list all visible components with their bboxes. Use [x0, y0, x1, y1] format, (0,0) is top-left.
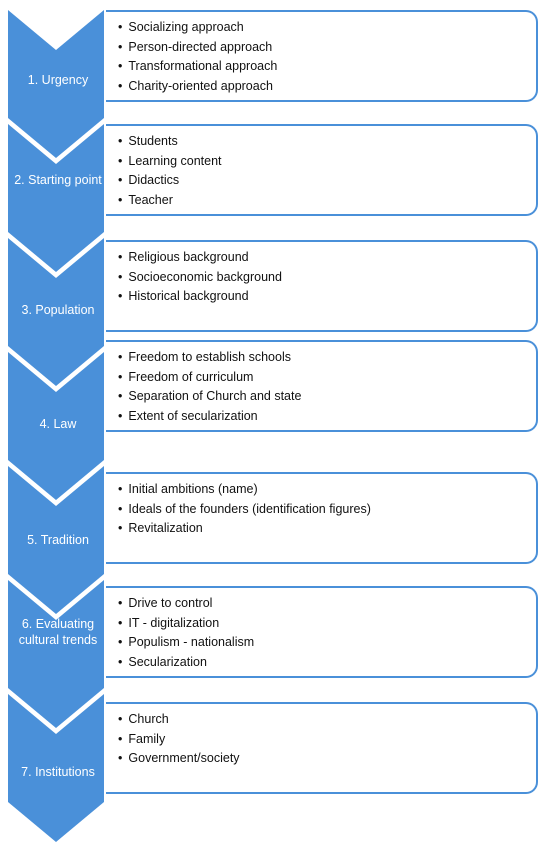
bullet-item: IT - digitalization	[118, 614, 254, 634]
chevron-stage-4	[8, 352, 104, 500]
bullet-list: StudentsLearning contentDidacticsTeacher	[118, 132, 222, 211]
bullet-item: Charity-oriented approach	[118, 77, 277, 97]
bullet-list: Socializing approachPerson-directed appr…	[118, 18, 277, 96]
bullet-item: Freedom of curriculum	[118, 368, 301, 388]
bullet-list: Drive to controlIT - digitalizationPopul…	[118, 594, 254, 672]
stage-label-4: 4. Law	[39, 417, 77, 431]
stage-box-7: ChurchFamilyGovernment/society	[106, 702, 538, 794]
stage-label-6: 6. Evaluating cultural trends	[18, 617, 98, 647]
chevron-stage-3	[8, 238, 104, 386]
bullet-item: Freedom to establish schools	[118, 348, 301, 368]
bullet-list: Freedom to establish schoolsFreedom of c…	[118, 348, 301, 426]
bullet-item: Separation of Church and state	[118, 387, 301, 407]
chevron-stage-6	[8, 580, 104, 728]
bullet-item: Students	[118, 132, 222, 152]
bullet-item: Government/society	[118, 749, 239, 769]
bullet-list: Initial ambitions (name)Ideals of the fo…	[118, 480, 371, 539]
bullet-item: Religious background	[118, 248, 282, 268]
bullet-item: Ideals of the founders (identification f…	[118, 500, 371, 520]
stage-label-7: 7. Institutions	[21, 765, 95, 779]
stage-box-3: Religious backgroundSocioeconomic backgr…	[106, 240, 538, 332]
bullet-item: Populism - nationalism	[118, 633, 254, 653]
bullet-item: Socioeconomic background	[118, 268, 282, 288]
stage-label-1: 1. Urgency	[27, 73, 89, 87]
bullet-item: Teacher	[118, 191, 222, 211]
stage-box-4: Freedom to establish schoolsFreedom of c…	[106, 340, 538, 432]
stage-label-3: 3. Population	[21, 303, 95, 317]
stage-box-6: Drive to controlIT - digitalizationPopul…	[106, 586, 538, 678]
chevron-stage-7	[8, 694, 104, 842]
stage-box-5: Initial ambitions (name)Ideals of the fo…	[106, 472, 538, 564]
stage-label-2: 2. Starting point	[14, 173, 102, 187]
bullet-item: Transformational approach	[118, 57, 277, 77]
bullet-item: Drive to control	[118, 594, 254, 614]
bullet-item: Church	[118, 710, 240, 730]
bullet-item: Extent of secularization	[118, 407, 301, 427]
bullet-item: Revitalization	[118, 519, 371, 539]
bullet-item: Family	[118, 730, 240, 750]
stage-box-2: StudentsLearning contentDidacticsTeacher	[106, 124, 538, 216]
bullet-item: Historical background	[118, 287, 282, 307]
chevron-stage-5	[8, 466, 104, 614]
bullet-item: Initial ambitions (name)	[118, 480, 371, 500]
bullet-item: Didactics	[118, 171, 222, 191]
bullet-item: Socializing approach	[118, 18, 277, 38]
bullet-list: ChurchFamilyGovernment/society	[118, 710, 240, 769]
bullet-item: Secularization	[118, 653, 254, 673]
chevron-stage-2	[8, 124, 104, 272]
stage-box-1: Socializing approachPerson-directed appr…	[106, 10, 538, 102]
bullet-item: Person-directed approach	[118, 38, 277, 58]
bullet-item: Learning content	[118, 152, 221, 172]
bullet-list: Religious backgroundSocioeconomic backgr…	[118, 248, 282, 307]
chevron-stage-1	[8, 10, 104, 158]
stage-label-5: 5. Tradition	[27, 533, 89, 547]
